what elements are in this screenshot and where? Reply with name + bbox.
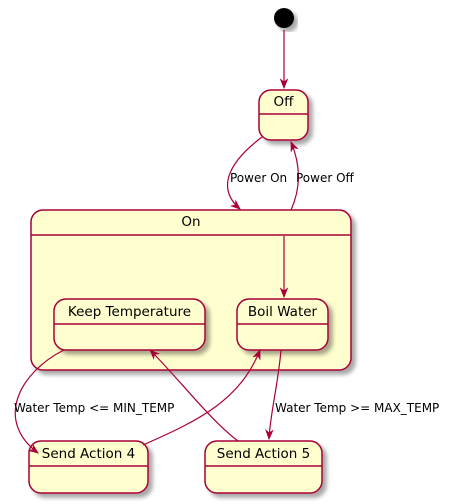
- transition-power-on: [226, 136, 263, 210]
- state-send-action-5-title: Send Action 5: [216, 446, 311, 462]
- transition-label-power-on: Power On: [230, 171, 288, 185]
- transition-send4-to-boil-water: [142, 348, 261, 446]
- transition-label-power-off: Power Off: [296, 171, 354, 185]
- state-off[interactable]: [258, 89, 309, 141]
- transition-max-temp: [265, 349, 282, 441]
- state-off-title: Off: [273, 94, 294, 110]
- state-send-action-5[interactable]: [204, 440, 323, 494]
- state-on-title: On: [181, 214, 201, 230]
- transition-label-max-temp: Water Temp >= MAX_TEMP: [275, 401, 440, 415]
- state-send-action-4[interactable]: [28, 440, 149, 494]
- initial-state-node: [274, 8, 294, 28]
- transition-power-off: [290, 141, 300, 211]
- transition-send5-to-keep-temperature: [149, 349, 239, 442]
- state-boil-water-title: Boil Water: [247, 304, 318, 320]
- state-keep-temperature-title: Keep Temperature: [67, 304, 192, 320]
- transition-min-temp: [14, 349, 65, 454]
- state-send-action-4-title: Send Action 4: [41, 446, 136, 462]
- transition-label-min-temp: Water Temp <= MIN_TEMP: [14, 401, 175, 415]
